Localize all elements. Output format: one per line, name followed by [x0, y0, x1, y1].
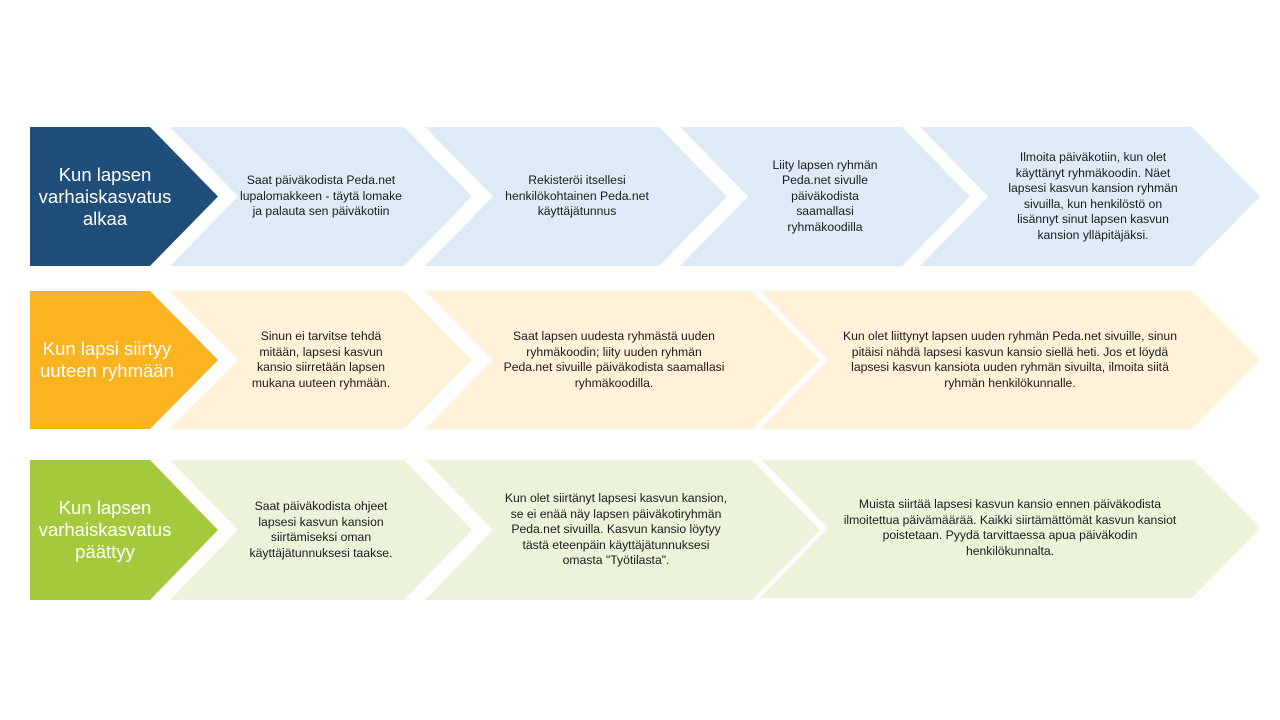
- transfer-step-3: Kun olet liittynyt lapsen uuden ryhmän P…: [760, 291, 1260, 429]
- start-heading-text: Kun lapsen varhaiskasvatus alkaa: [38, 163, 172, 229]
- start-step-2-text: Rekisteröi itsellesi henkilökohtainen Pe…: [505, 173, 649, 219]
- transfer-step-1-text: Sinun ei tarvitse tehdä mitään, lapsesi …: [251, 329, 391, 390]
- transfer-step-3-shape: [760, 291, 1260, 429]
- end-step-3: Muista siirtää lapsesi kasvun kansio enn…: [760, 460, 1260, 600]
- end-step-3-text: Muista siirtää lapsesi kasvun kansio enn…: [843, 497, 1177, 558]
- start-step-4: Ilmoita päiväkotiin, kun olet käyttänyt …: [920, 127, 1260, 266]
- transfer-heading-arrow: Kun lapsi siirtyy uuteen ryhmään: [30, 291, 218, 429]
- start-step-1-text: Saat päiväkodista Peda.net lupalomakkeen…: [240, 173, 402, 219]
- end-step-1-text: Saat päiväkodista ohjeet lapsesi kasvun …: [249, 499, 393, 560]
- start-step-4-shape: [920, 127, 1260, 266]
- end-step-1: Saat päiväkodista ohjeet lapsesi kasvun …: [170, 460, 472, 600]
- start-step-3: Liity lapsen ryhmän Peda.net sivulle päi…: [680, 127, 970, 266]
- transfer-step-3-text: Kun olet liittynyt lapsen uuden ryhmän P…: [842, 329, 1177, 390]
- transfer-step-2-text: Saat lapsen uudesta ryhmästä uuden ryhmä…: [503, 329, 725, 390]
- start-step-2: Rekisteröi itsellesi henkilökohtainen Pe…: [425, 127, 727, 266]
- end-step-2-shape: [425, 460, 820, 600]
- start-step-2-shape: [425, 127, 727, 266]
- end-heading-text: Kun lapsen varhaiskasvatus päättyy: [38, 497, 172, 562]
- end-step-2-text: Kun olet siirtänyt lapsesi kasvun kansio…: [504, 491, 728, 568]
- row-start: Kun lapsen varhaiskasvatus alkaa Saat pä…: [0, 127, 1280, 266]
- start-heading-arrow: Kun lapsen varhaiskasvatus alkaa: [30, 127, 218, 266]
- row-transfer: Kun lapsi siirtyy uuteen ryhmään Sinun e…: [0, 291, 1280, 429]
- end-step-2: Kun olet siirtänyt lapsesi kasvun kansio…: [425, 460, 820, 600]
- transfer-step-2-shape: [425, 291, 820, 429]
- end-step-1-shape: [170, 460, 472, 600]
- start-step-3-shape: [680, 127, 970, 266]
- start-step-1: Saat päiväkodista Peda.net lupalomakkeen…: [170, 127, 472, 266]
- start-step-3-text: Liity lapsen ryhmän Peda.net sivulle päi…: [772, 157, 878, 234]
- end-heading-shape: [30, 460, 218, 600]
- end-step-3-shape: [760, 460, 1260, 598]
- transfer-step-2: Saat lapsen uudesta ryhmästä uuden ryhmä…: [425, 291, 820, 429]
- transfer-heading-text: Kun lapsi siirtyy uuteen ryhmään: [40, 338, 174, 381]
- start-heading-shape: [30, 127, 218, 266]
- row-end: Kun lapsen varhaiskasvatus päättyy Saat …: [0, 460, 1280, 600]
- end-heading-arrow: Kun lapsen varhaiskasvatus päättyy: [30, 460, 218, 600]
- transfer-step-1-shape: [170, 291, 472, 429]
- transfer-heading-shape: [30, 291, 218, 429]
- start-step-4-text: Ilmoita päiväkotiin, kun olet käyttänyt …: [1008, 150, 1178, 242]
- start-step-1-shape: [170, 127, 472, 266]
- transfer-step-1: Sinun ei tarvitse tehdä mitään, lapsesi …: [170, 291, 472, 429]
